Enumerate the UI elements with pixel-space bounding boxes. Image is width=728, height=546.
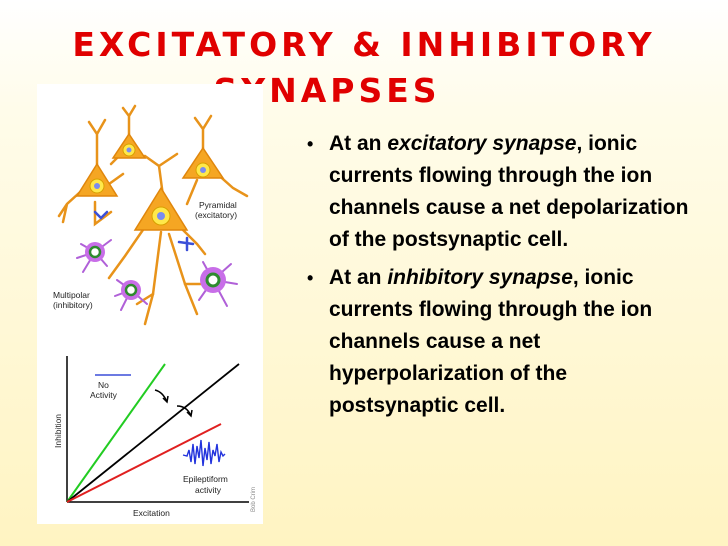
neuron-and-graph-figure: Pyramidal (excitatory) Multipolar (inhib… — [53, 104, 257, 518]
bullet-marker: • — [307, 134, 314, 154]
black-line — [66, 363, 240, 503]
shift-arrows — [154, 389, 193, 418]
bullet-marker: • — [307, 268, 314, 288]
epileptiform-sublabel: activity — [195, 485, 222, 495]
x-axis-label: Excitation — [133, 508, 170, 518]
bullet-text: , ionic currents flowing through the ion… — [329, 132, 689, 251]
green-line — [66, 363, 166, 503]
bullet-excitatory: • At an excitatory synapse, ionic curren… — [299, 128, 699, 256]
excitation-inhibition-graph: No Activity Epileptiform activity Excita… — [53, 356, 257, 518]
neuron-illustration: Pyramidal (excitatory) Multipolar (inhib… — [53, 104, 249, 326]
no-activity-label: No — [98, 380, 109, 390]
bullet-inhibitory: • At an inhibitory synapse, ionic curren… — [299, 262, 699, 422]
bullet-prefix: At an — [329, 266, 388, 289]
epileptiform-trace — [182, 439, 226, 467]
epileptiform-label: Epileptiform — [183, 474, 228, 484]
bullet-emphasis: excitatory synapse — [387, 132, 577, 155]
no-activity-sublabel: Activity — [90, 390, 118, 400]
image-credit: Bob Crim — [251, 487, 257, 512]
bullet-prefix: At an — [329, 132, 388, 155]
bullet-text: , ionic currents flowing through the ion… — [329, 266, 653, 417]
figure-panel: Pyramidal (excitatory) Multipolar (inhib… — [37, 84, 263, 524]
slide-title: EXCITATORY & INHIBITORY SYNAPSES — [0, 22, 728, 114]
multipolar-label: Multipolar — [53, 290, 90, 300]
pyramidal-label: Pyramidal — [199, 200, 237, 210]
bullet-emphasis: inhibitory synapse — [387, 266, 573, 289]
multipolar-sublabel: (inhibitory) — [53, 300, 93, 310]
y-axis-label: Inhibition — [53, 414, 63, 448]
pyramidal-sublabel: (excitatory) — [195, 210, 237, 220]
slide-title-line1: EXCITATORY & INHIBITORY — [72, 25, 656, 64]
bullet-list: • At an excitatory synapse, ionic curren… — [299, 128, 699, 428]
red-line — [66, 423, 222, 503]
